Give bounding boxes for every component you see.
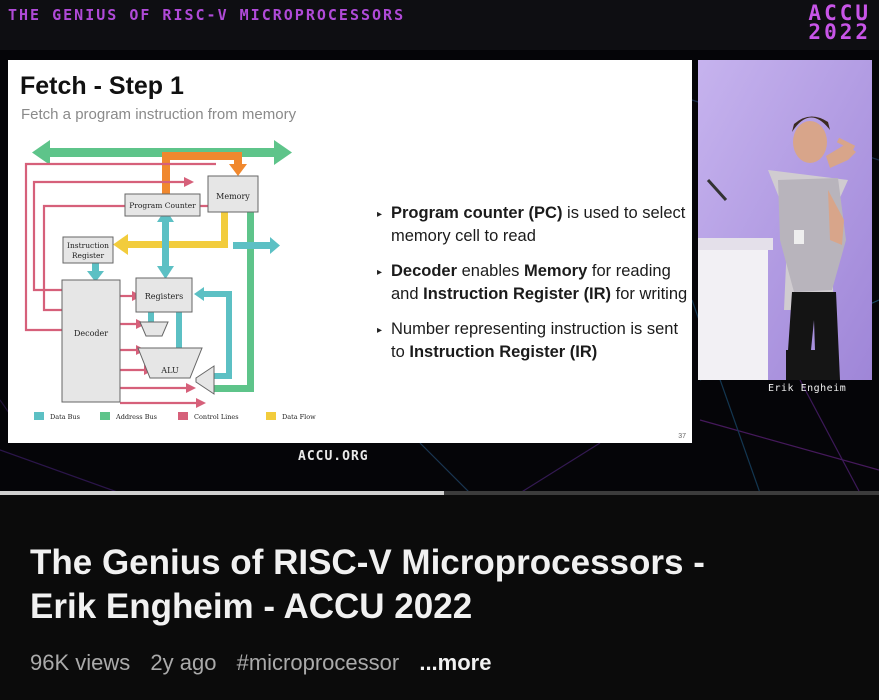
event-banner-title: THE GENIUS OF RISC-V MICROPROCESSORS bbox=[8, 6, 406, 24]
diagram-legend: Data Bus Address Bus Control Lines Data … bbox=[34, 412, 316, 421]
data-flow-path bbox=[113, 212, 228, 255]
cpu-fetch-diagram: Memory Program Counter Instruction Regis… bbox=[24, 140, 316, 421]
hashtag-link[interactable]: #microprocessor bbox=[236, 650, 400, 675]
bullet-triangle-icon: ▸ bbox=[377, 325, 383, 336]
bullet-triangle-icon: ▸ bbox=[377, 267, 383, 278]
view-count: 96K views bbox=[30, 650, 131, 675]
svg-text:Registers: Registers bbox=[145, 292, 183, 301]
presentation-slide: Memory Program Counter Instruction Regis… bbox=[8, 60, 692, 443]
registers-block bbox=[135, 277, 193, 313]
svg-text:Data Flow: Data Flow bbox=[282, 413, 316, 421]
slide-title: Fetch - Step 1 bbox=[20, 72, 184, 100]
svg-text:Register: Register bbox=[72, 251, 105, 260]
video-title[interactable]: The Genius of RISC-V Microprocessors - E… bbox=[30, 543, 705, 626]
slide-subtitle: Fetch a program instruction from memory bbox=[21, 106, 297, 123]
address-bus-right bbox=[247, 212, 254, 392]
svg-text:Data Bus: Data Bus bbox=[50, 413, 80, 421]
slide-page-number: 37 bbox=[678, 433, 686, 440]
fetch-path bbox=[162, 152, 247, 195]
decoder-block bbox=[61, 279, 121, 403]
video-player[interactable]: THE GENIUS OF RISC-V MICROPROCESSORS ACC… bbox=[0, 0, 879, 493]
svg-text:ALU: ALU bbox=[160, 366, 179, 375]
svg-text:Program Counter: Program Counter bbox=[129, 201, 196, 210]
memory-block bbox=[207, 175, 259, 213]
video-progress-bar[interactable] bbox=[0, 491, 879, 495]
output-mux-block bbox=[195, 365, 215, 395]
data-bus-ir bbox=[87, 263, 104, 282]
svg-text:Decoder: Decoder bbox=[74, 329, 108, 338]
upload-age: 2y ago bbox=[150, 650, 217, 675]
data-bus-right bbox=[233, 237, 280, 254]
svg-text:Instruction: Instruction bbox=[67, 241, 109, 250]
svg-text:Memory: Memory bbox=[216, 192, 250, 201]
video-metadata: 96K views 2y ago #microprocessor ...more bbox=[30, 650, 491, 676]
accu-logo: ACCU 2022 bbox=[808, 1, 871, 44]
bullet-triangle-icon: ▸ bbox=[377, 209, 383, 220]
speaker-camera-feed bbox=[698, 60, 872, 380]
mux-block bbox=[139, 321, 169, 337]
svg-text:Control Lines: Control Lines bbox=[194, 413, 239, 421]
show-more-button[interactable]: ...more bbox=[419, 650, 492, 675]
slide-bullet-list: ▸Program counter (PC) is used to select … bbox=[374, 202, 692, 376]
alu-block bbox=[137, 347, 203, 379]
slide-bullet: ▸Number representing instruction is sent… bbox=[377, 320, 679, 361]
accu-site-url: ACCU.ORG bbox=[298, 449, 369, 464]
slide-bullet: ▸Program counter (PC) is used to select … bbox=[377, 204, 686, 245]
speaker-name-caption: Erik Engheim bbox=[768, 383, 847, 394]
video-progress-fill bbox=[0, 491, 444, 495]
slide-bullet: ▸Decoder enables Memory for reading and … bbox=[377, 262, 688, 303]
svg-text:Address Bus: Address Bus bbox=[115, 413, 157, 421]
program-counter-block bbox=[124, 193, 201, 217]
speaker-image bbox=[698, 60, 872, 380]
instruction-register-block bbox=[62, 236, 114, 264]
